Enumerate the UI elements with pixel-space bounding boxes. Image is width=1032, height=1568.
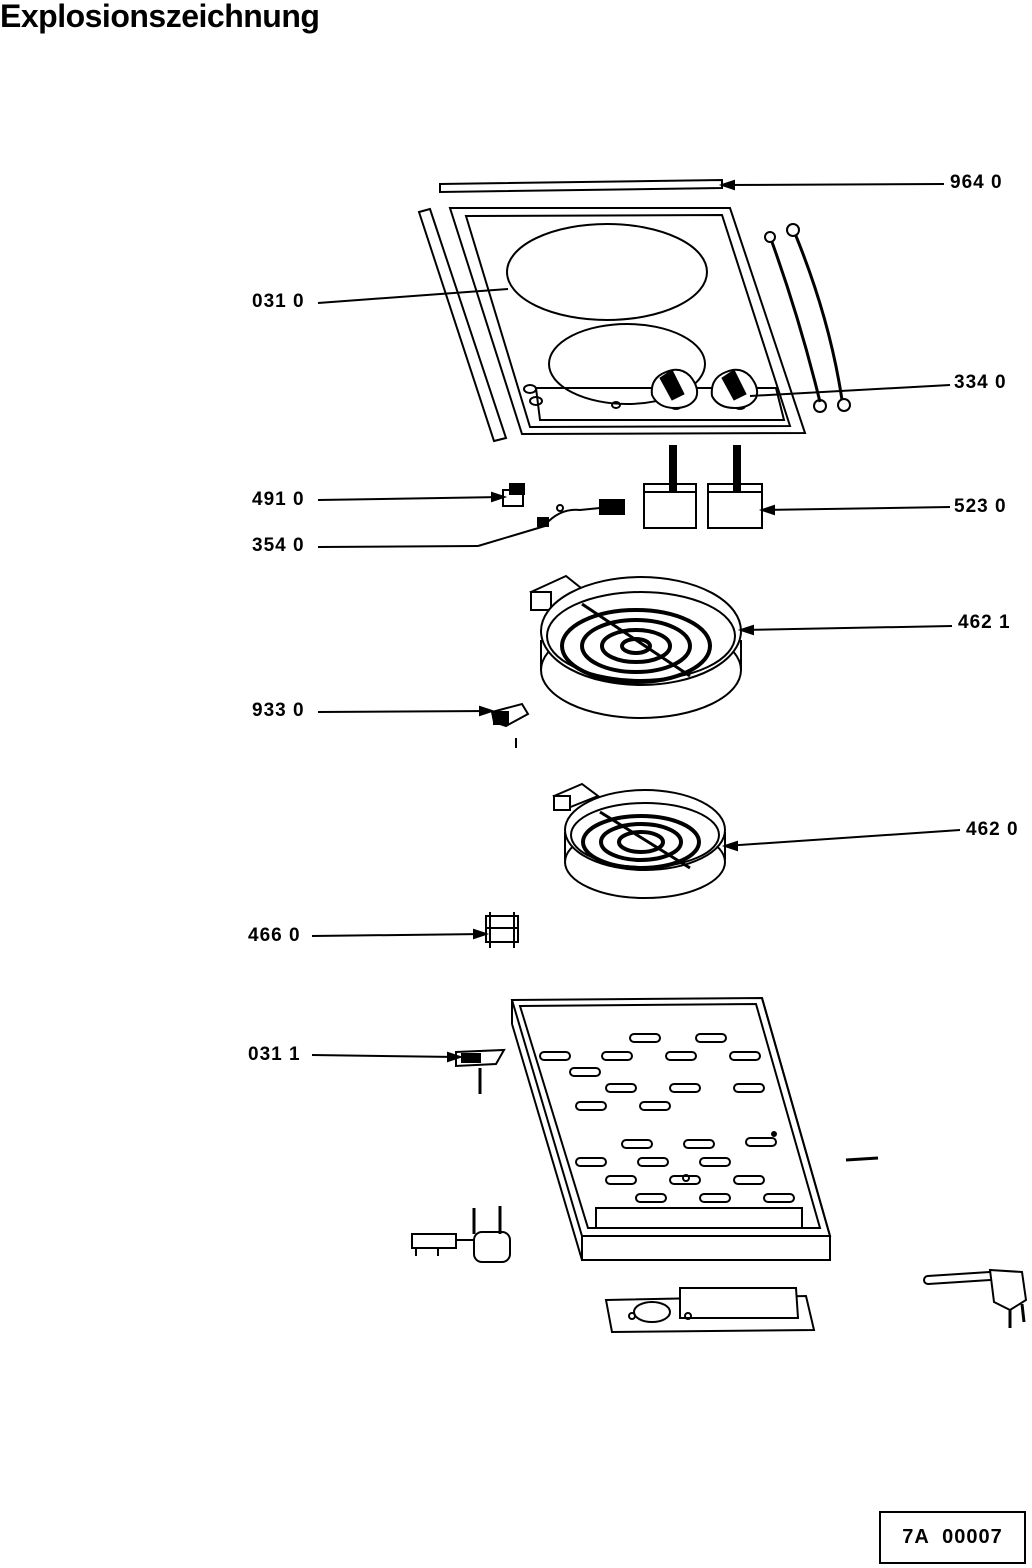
- arrow-9640: [718, 179, 735, 191]
- part-cover-plate: [604, 1287, 816, 1334]
- drawing-code: 7A 00007: [902, 1526, 1003, 1548]
- leader-3540-b: [477, 525, 546, 547]
- part-hotplate-small-4620: [552, 782, 726, 899]
- arrow-9330: [479, 705, 496, 717]
- part-screw: [845, 1156, 879, 1162]
- part-bracket-4660: [485, 912, 519, 948]
- label-031-1: 031 1: [248, 1044, 301, 1065]
- label-462-0: 462 0: [966, 819, 1019, 840]
- leader-4660: [311, 933, 485, 937]
- label-523-0: 523 0: [954, 496, 1007, 517]
- part-indicator-cable-3540: [537, 499, 625, 527]
- part-ground-wires: [764, 223, 851, 413]
- label-031-0: 031 0: [252, 291, 305, 312]
- page-title: Explosionszeichnung: [0, 0, 320, 34]
- part-mains-plug: [923, 1268, 1028, 1328]
- label-964-0: 964 0: [950, 172, 1003, 193]
- label-462-1: 462 1: [958, 612, 1011, 633]
- leader-5230: [761, 506, 951, 511]
- arrow-5230: [758, 504, 775, 516]
- leader-0311: [311, 1054, 459, 1058]
- drawing-code-box: 7A 00007: [879, 1511, 1026, 1564]
- part-trim-strip-9640: [439, 178, 723, 194]
- part-hotplate-large-4621: [529, 574, 742, 719]
- leader-9640: [721, 183, 945, 186]
- arrow-4620: [721, 840, 738, 852]
- arrow-4621: [737, 624, 754, 636]
- part-retaining-clip-0311: [455, 1048, 506, 1094]
- label-933-0: 933 0: [252, 700, 305, 721]
- leader-0310: [317, 288, 509, 304]
- leader-4910: [317, 496, 503, 501]
- label-334-0: 334 0: [954, 372, 1007, 393]
- label-354-0: 354 0: [252, 535, 305, 556]
- part-clamp-9330: [490, 702, 530, 748]
- label-466-0: 466 0: [248, 925, 301, 946]
- part-terminal-4910: [502, 483, 525, 507]
- part-bottom-tray: [510, 996, 832, 1261]
- leader-3340: [749, 384, 951, 397]
- label-491-0: 491 0: [252, 489, 305, 510]
- part-terminal-block: [411, 1206, 511, 1263]
- part-knobs-3340: [650, 368, 759, 410]
- part-regulators-5230: [643, 445, 763, 529]
- leader-3540: [317, 545, 479, 548]
- leader-4621: [740, 625, 953, 631]
- leader-9330: [317, 710, 491, 713]
- arrow-4660: [473, 928, 490, 940]
- arrow-0311: [447, 1051, 464, 1063]
- arrow-4910: [491, 491, 508, 503]
- leader-4620: [724, 829, 961, 847]
